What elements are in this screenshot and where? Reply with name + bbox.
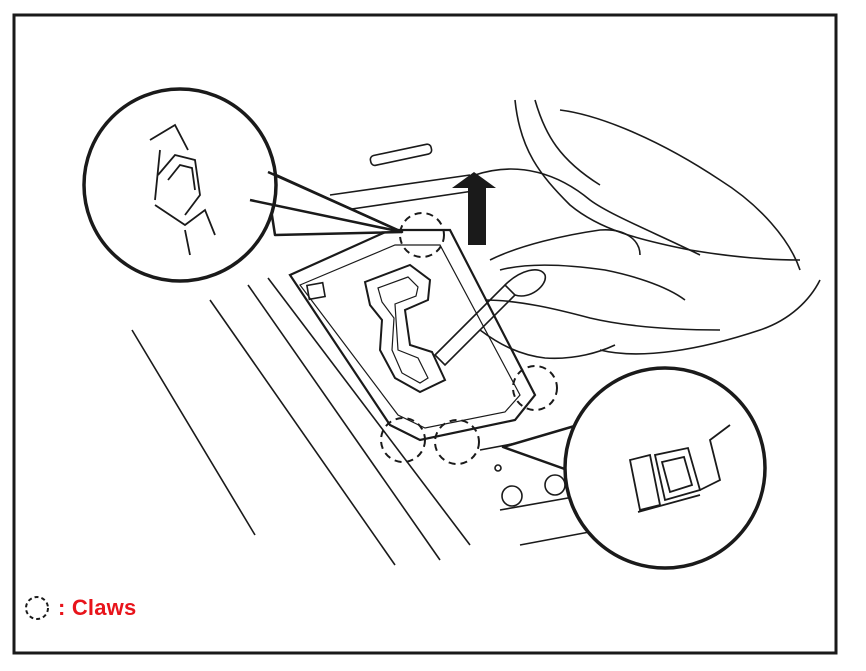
- claw-right: [512, 365, 558, 411]
- shift-gate: [363, 263, 447, 394]
- screwdriver: [433, 269, 546, 367]
- claw-detail-bottom: [628, 424, 731, 513]
- hand: [474, 99, 821, 360]
- small-button: [305, 281, 327, 301]
- legend: : Claws: [22, 588, 136, 628]
- pull-up-arrow-icon: [452, 172, 496, 245]
- claw-bottom-left: [380, 417, 426, 463]
- claw-detail-top: [149, 123, 216, 256]
- shift-lever-cover: [288, 228, 537, 442]
- claw-bottom-middle: [434, 419, 480, 465]
- callout-top-left: [82, 87, 404, 283]
- claw-top: [399, 212, 445, 258]
- claw-markers: [380, 212, 558, 465]
- dashed-circle-icon: [25, 596, 49, 620]
- legend-label: : Claws: [58, 595, 137, 620]
- shift-gate-inner: [377, 276, 429, 384]
- callout-bottom-right: [501, 366, 767, 570]
- console-side-lines: [131, 174, 481, 566]
- diagram-frame: [12, 13, 838, 655]
- cover-inner-edge: [299, 244, 521, 429]
- slot: [369, 143, 433, 167]
